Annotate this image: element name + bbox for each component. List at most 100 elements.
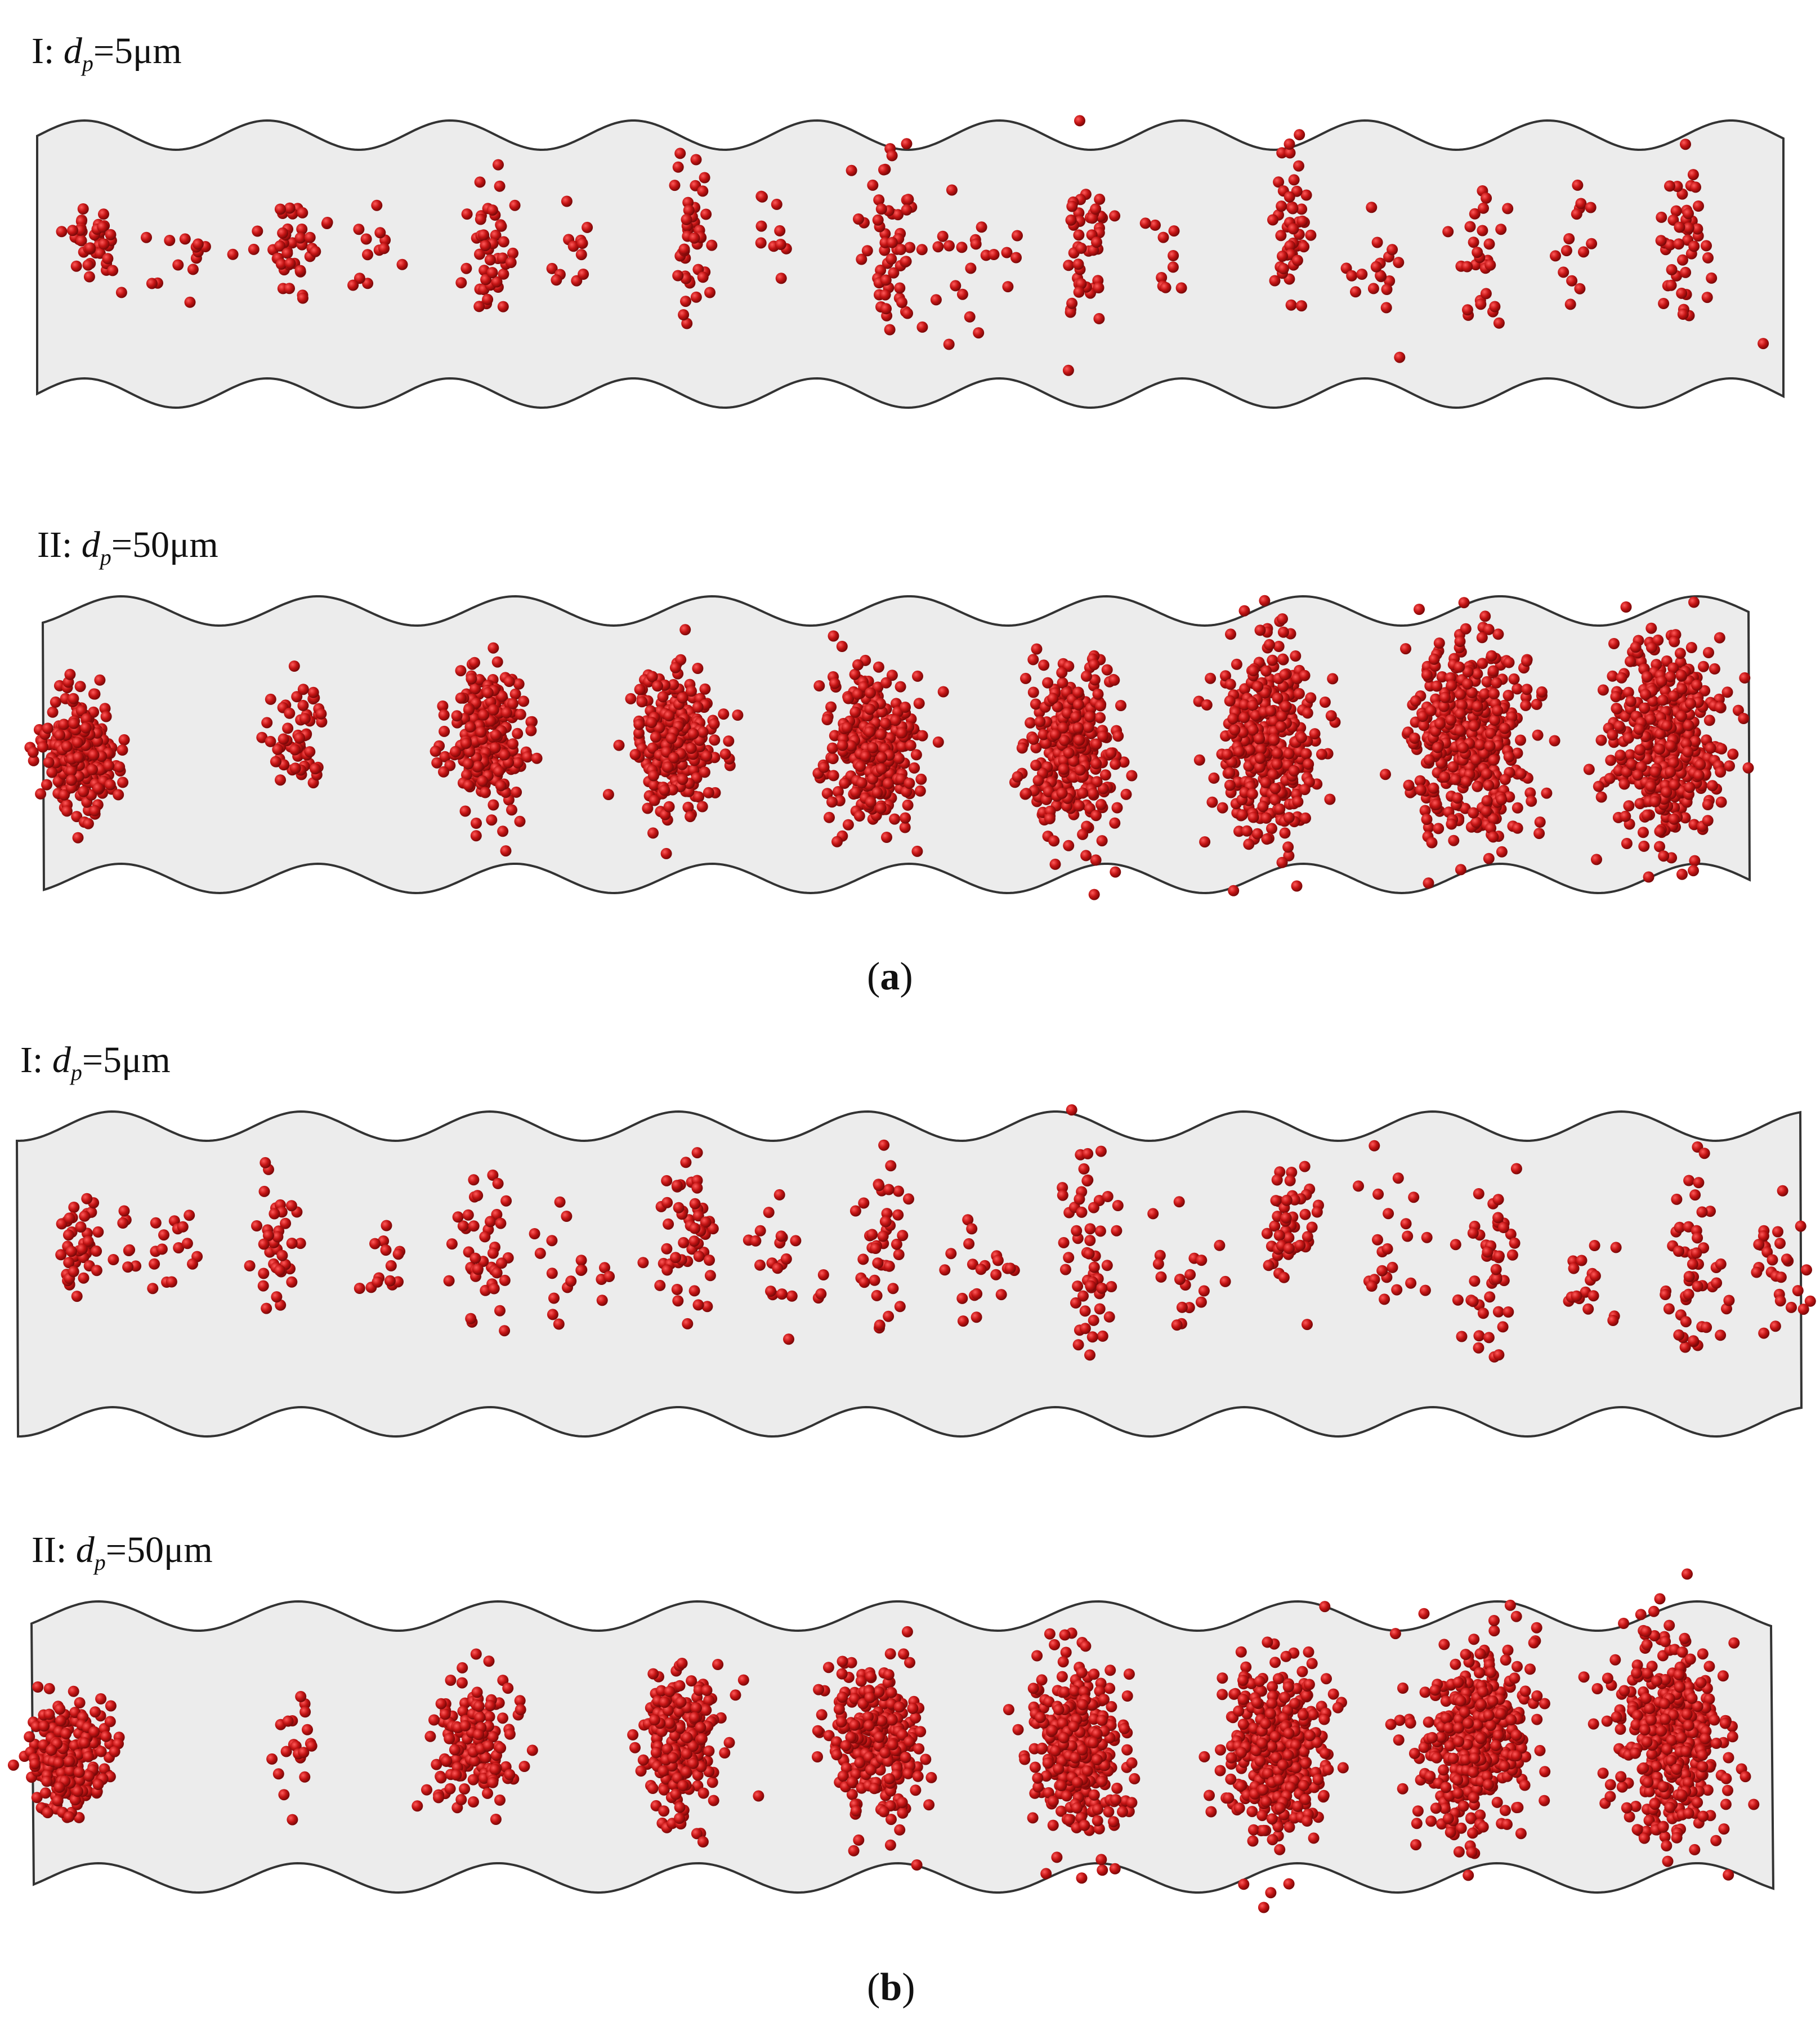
particle-cluster <box>1062 115 1121 376</box>
particle <box>32 1681 44 1693</box>
particle <box>62 1229 74 1241</box>
particle <box>812 1751 823 1762</box>
particle <box>723 735 735 747</box>
particle <box>1512 683 1523 695</box>
particle <box>1278 1271 1290 1283</box>
particle-cluster <box>812 630 949 857</box>
particle <box>63 1257 75 1269</box>
particle <box>1472 668 1483 680</box>
particle <box>1715 796 1727 808</box>
particle <box>1419 1284 1431 1296</box>
particle <box>1040 1868 1052 1880</box>
particle <box>1688 596 1700 608</box>
particle <box>1095 1854 1107 1866</box>
particle <box>412 1800 423 1812</box>
particle <box>853 1834 865 1846</box>
particle <box>1692 1280 1703 1292</box>
particle <box>60 1728 72 1739</box>
particle <box>786 1290 798 1302</box>
particle <box>873 1731 885 1743</box>
particle <box>480 240 491 252</box>
particle <box>1702 799 1714 810</box>
particle <box>1087 788 1099 800</box>
particle <box>480 1752 491 1764</box>
particle <box>843 693 855 704</box>
particle <box>1483 623 1495 635</box>
particle <box>650 1747 662 1759</box>
particle <box>547 1309 558 1320</box>
particle <box>1076 1206 1088 1218</box>
particle <box>1502 1306 1514 1318</box>
particle <box>846 164 857 176</box>
particle <box>988 249 1000 260</box>
particle <box>873 1686 885 1698</box>
particle <box>693 791 705 803</box>
particle <box>503 676 515 688</box>
particle <box>1156 272 1168 283</box>
particle <box>1372 1234 1383 1246</box>
particle <box>901 138 913 150</box>
particle <box>1775 1271 1787 1283</box>
particle <box>1267 769 1279 780</box>
particle <box>575 249 587 261</box>
particle <box>964 311 976 323</box>
particle <box>1665 766 1676 778</box>
particle <box>114 761 126 773</box>
particle <box>866 1229 878 1240</box>
particle <box>1667 662 1679 674</box>
particle <box>1305 692 1317 704</box>
particle-cluster <box>529 1196 615 1330</box>
particle <box>901 1626 913 1637</box>
particle <box>893 753 905 764</box>
particle <box>46 766 58 778</box>
particle <box>939 1264 951 1276</box>
particle <box>832 786 844 797</box>
particle <box>81 1193 93 1204</box>
particle <box>887 1283 899 1295</box>
particle <box>1221 748 1233 760</box>
particle <box>878 1139 890 1151</box>
particle <box>1591 854 1602 865</box>
particle <box>975 1264 987 1275</box>
particle <box>68 1266 79 1278</box>
particle <box>173 1242 185 1253</box>
particle <box>1456 699 1468 711</box>
particle <box>450 746 462 757</box>
particle <box>872 214 884 226</box>
particle <box>150 1217 162 1229</box>
particle <box>265 693 276 705</box>
particle <box>92 782 104 794</box>
particle-cluster <box>1193 595 1341 896</box>
particle <box>462 758 474 770</box>
particle <box>184 1210 195 1221</box>
particle <box>932 736 944 748</box>
particle <box>457 1662 468 1673</box>
particle <box>901 204 913 216</box>
particle <box>77 203 89 215</box>
particle <box>823 1730 835 1742</box>
particle-cluster <box>455 159 521 313</box>
particle <box>1277 263 1289 275</box>
particle <box>1366 202 1378 213</box>
particle <box>1299 1208 1311 1220</box>
particle <box>41 1775 53 1787</box>
particle <box>701 1685 713 1696</box>
particle <box>100 711 112 722</box>
particle <box>282 722 294 734</box>
particle-cluster <box>812 1626 937 1871</box>
particle <box>576 238 588 249</box>
particle <box>1696 1206 1708 1218</box>
particle <box>265 735 276 747</box>
particle <box>1306 1221 1318 1233</box>
particle <box>1228 885 1240 896</box>
particle <box>893 1185 904 1197</box>
particle <box>1058 764 1070 775</box>
particle <box>504 1728 516 1740</box>
particle <box>1772 1226 1783 1238</box>
panel-b-row-I-label: I: dp=5μm <box>20 1042 171 1084</box>
particle <box>378 1235 390 1247</box>
particle <box>438 766 449 778</box>
particle <box>686 1675 697 1687</box>
particle <box>1758 1327 1770 1339</box>
particle <box>74 681 86 693</box>
